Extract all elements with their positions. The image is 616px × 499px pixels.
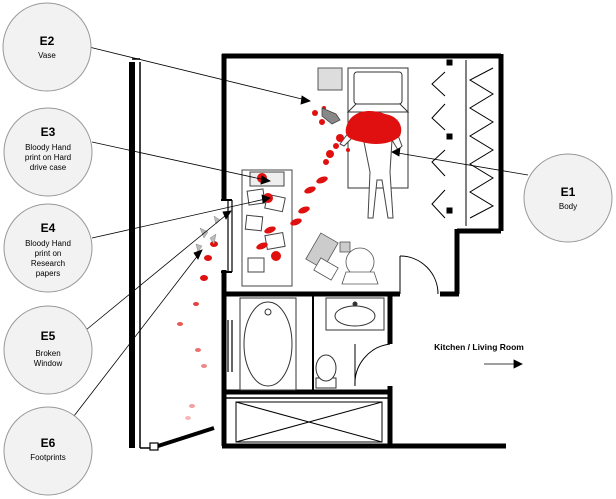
evidence-desc: papers [36,269,60,278]
evidence-bubble-e5: E5 Broken Window [3,305,93,395]
evidence-desc: Research [31,259,65,268]
evidence-bubble-e3: E3 Bloody Hand print on Hard drive case [3,107,93,197]
evidence-desc: Broken [35,349,60,358]
evidence-desc: print on Hard [25,153,71,162]
evidence-bubble-e6: E6 Footprints [3,406,93,496]
toilet [315,354,337,389]
room-label: Kitchen / Living Room [434,342,524,352]
desk [241,169,293,287]
nightstand [317,67,343,91]
evidence-code: E4 [41,221,56,235]
computer-setup [305,232,379,285]
evidence-desc: Vase [38,51,56,60]
evidence-code: E2 [40,34,55,48]
evidence-bubble-e1: E1 Body [523,153,613,243]
evidence-pointers [73,46,529,417]
closet [431,59,495,226]
footprints-trail [177,176,328,420]
evidence-desc: print on [35,249,62,258]
exterior-wall [129,58,215,451]
evidence-code: E5 [41,329,56,343]
evidence-desc: Bloody Hand [25,239,71,248]
vase-icon [321,107,341,125]
sink [325,297,385,331]
evidence-desc: Footprints [30,453,66,462]
evidence-desc: drive case [30,163,67,172]
apartment-walls [221,53,506,449]
evidence-bubble-e4: E4 Bloody Hand print on Research papers [3,203,93,293]
evidence-desc: Window [34,359,63,368]
evidence-desc: Body [559,202,577,211]
evidence-code: E3 [41,125,56,139]
evidence-bubble-e2: E2 Vase [2,2,92,92]
evidence-code: E6 [41,436,56,450]
evidence-desc: Bloody Hand [25,143,71,152]
blood-pool [312,106,402,165]
evidence-code: E1 [561,185,576,199]
bathtub [239,297,297,391]
broken-glass [195,215,221,253]
